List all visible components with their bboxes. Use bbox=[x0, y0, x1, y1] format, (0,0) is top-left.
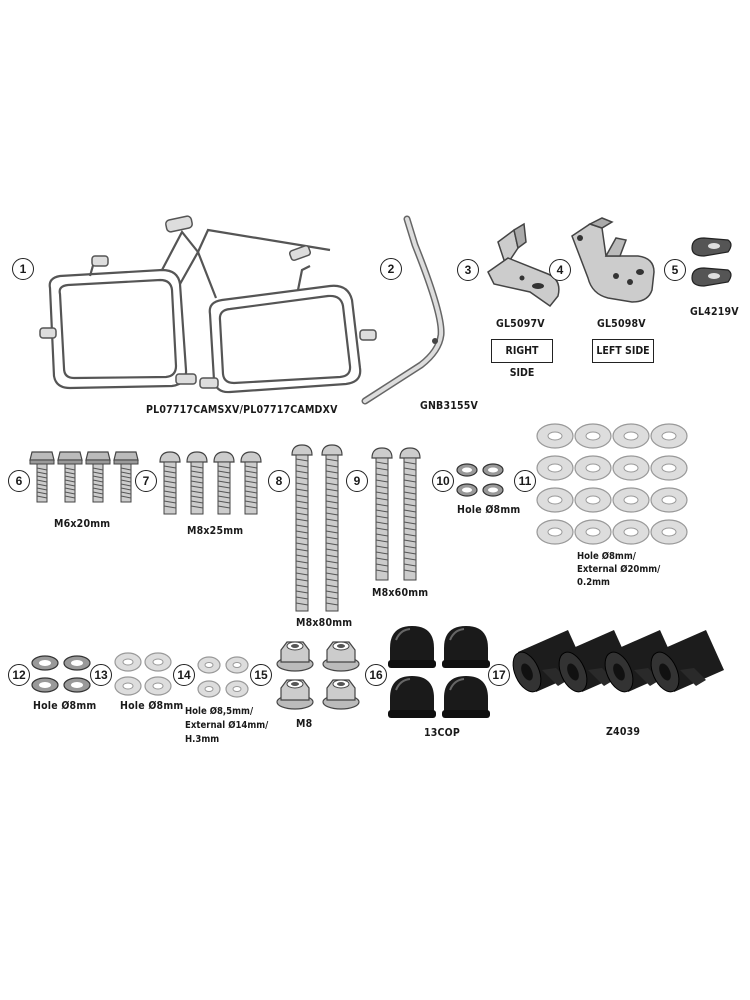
washers-20mm bbox=[536, 423, 688, 545]
callout-6: 6 bbox=[8, 470, 30, 492]
label-washer12: Hole Ø8mm bbox=[33, 700, 97, 712]
label-spacers: Z4039 bbox=[606, 726, 641, 738]
callout-5: 5 bbox=[664, 259, 686, 281]
callout-9: 9 bbox=[346, 470, 368, 492]
label-caps: 13COP bbox=[424, 727, 461, 739]
caps-13cop bbox=[387, 625, 491, 719]
callout-14: 14 bbox=[173, 664, 195, 686]
callout-17: 17 bbox=[488, 664, 510, 686]
callout-8: 8 bbox=[268, 470, 290, 492]
bracket-left bbox=[571, 217, 655, 303]
spring-washers bbox=[456, 463, 504, 497]
washers-13 bbox=[114, 652, 172, 696]
label-clips: GL4219V bbox=[690, 306, 739, 318]
label-washer11-l1: Hole Ø8mm/ bbox=[577, 551, 636, 562]
bolts-m6x20 bbox=[29, 451, 139, 503]
label-bracket-left: GL5098V bbox=[597, 318, 646, 330]
callout-1: 1 bbox=[12, 258, 34, 280]
flange-nuts-m8 bbox=[276, 641, 360, 710]
bolts-m8x25 bbox=[159, 451, 262, 515]
spacers-z4039 bbox=[512, 629, 725, 697]
clip-pair bbox=[691, 237, 732, 287]
callout-10: 10 bbox=[432, 470, 454, 492]
label-bracket-right: GL5097V bbox=[496, 318, 545, 330]
label-frame: PL07717CAMSXV/PL07717CAMDXV bbox=[146, 404, 338, 416]
label-washer10: Hole Ø8mm bbox=[457, 504, 521, 516]
callout-11: 11 bbox=[514, 470, 536, 492]
label-bolt9: M8x60mm bbox=[372, 587, 429, 599]
bracket-right bbox=[487, 222, 560, 308]
label-bolt7: M8x25mm bbox=[187, 525, 244, 537]
callout-13: 13 bbox=[90, 664, 112, 686]
callout-3: 3 bbox=[457, 259, 479, 281]
callout-16: 16 bbox=[365, 664, 387, 686]
callout-2: 2 bbox=[380, 258, 402, 280]
label-washer13: Hole Ø8mm bbox=[120, 700, 184, 712]
box-right-side: RIGHT SIDE bbox=[491, 339, 553, 379]
spring-washers-12 bbox=[31, 655, 91, 693]
washers-14 bbox=[197, 656, 249, 698]
label-washer14-l2: External Ø14mm/ bbox=[185, 720, 269, 731]
pannier-frame bbox=[39, 215, 377, 394]
label-washer14-l1: Hole Ø8,5mm/ bbox=[185, 706, 254, 717]
label-nut16: M8 bbox=[296, 718, 313, 730]
callout-15: 15 bbox=[250, 664, 272, 686]
bolts-m8x60 bbox=[371, 447, 421, 581]
label-bolt6: M6x20mm bbox=[54, 518, 111, 530]
callout-4: 4 bbox=[549, 259, 571, 281]
label-washer11-l2: External Ø20mm/ bbox=[577, 564, 661, 575]
bolts-m8x80 bbox=[291, 444, 343, 612]
box-left-side: LEFT SIDE bbox=[592, 339, 654, 363]
label-bolt8: M8x80mm bbox=[296, 617, 353, 629]
callout-12: 12 bbox=[8, 664, 30, 686]
rear-bar bbox=[361, 215, 445, 405]
label-washer11-l3: 0.2mm bbox=[577, 577, 610, 588]
label-bar: GNB3155V bbox=[420, 400, 479, 412]
label-washer14-l3: H.3mm bbox=[185, 734, 220, 745]
callout-7: 7 bbox=[135, 470, 157, 492]
